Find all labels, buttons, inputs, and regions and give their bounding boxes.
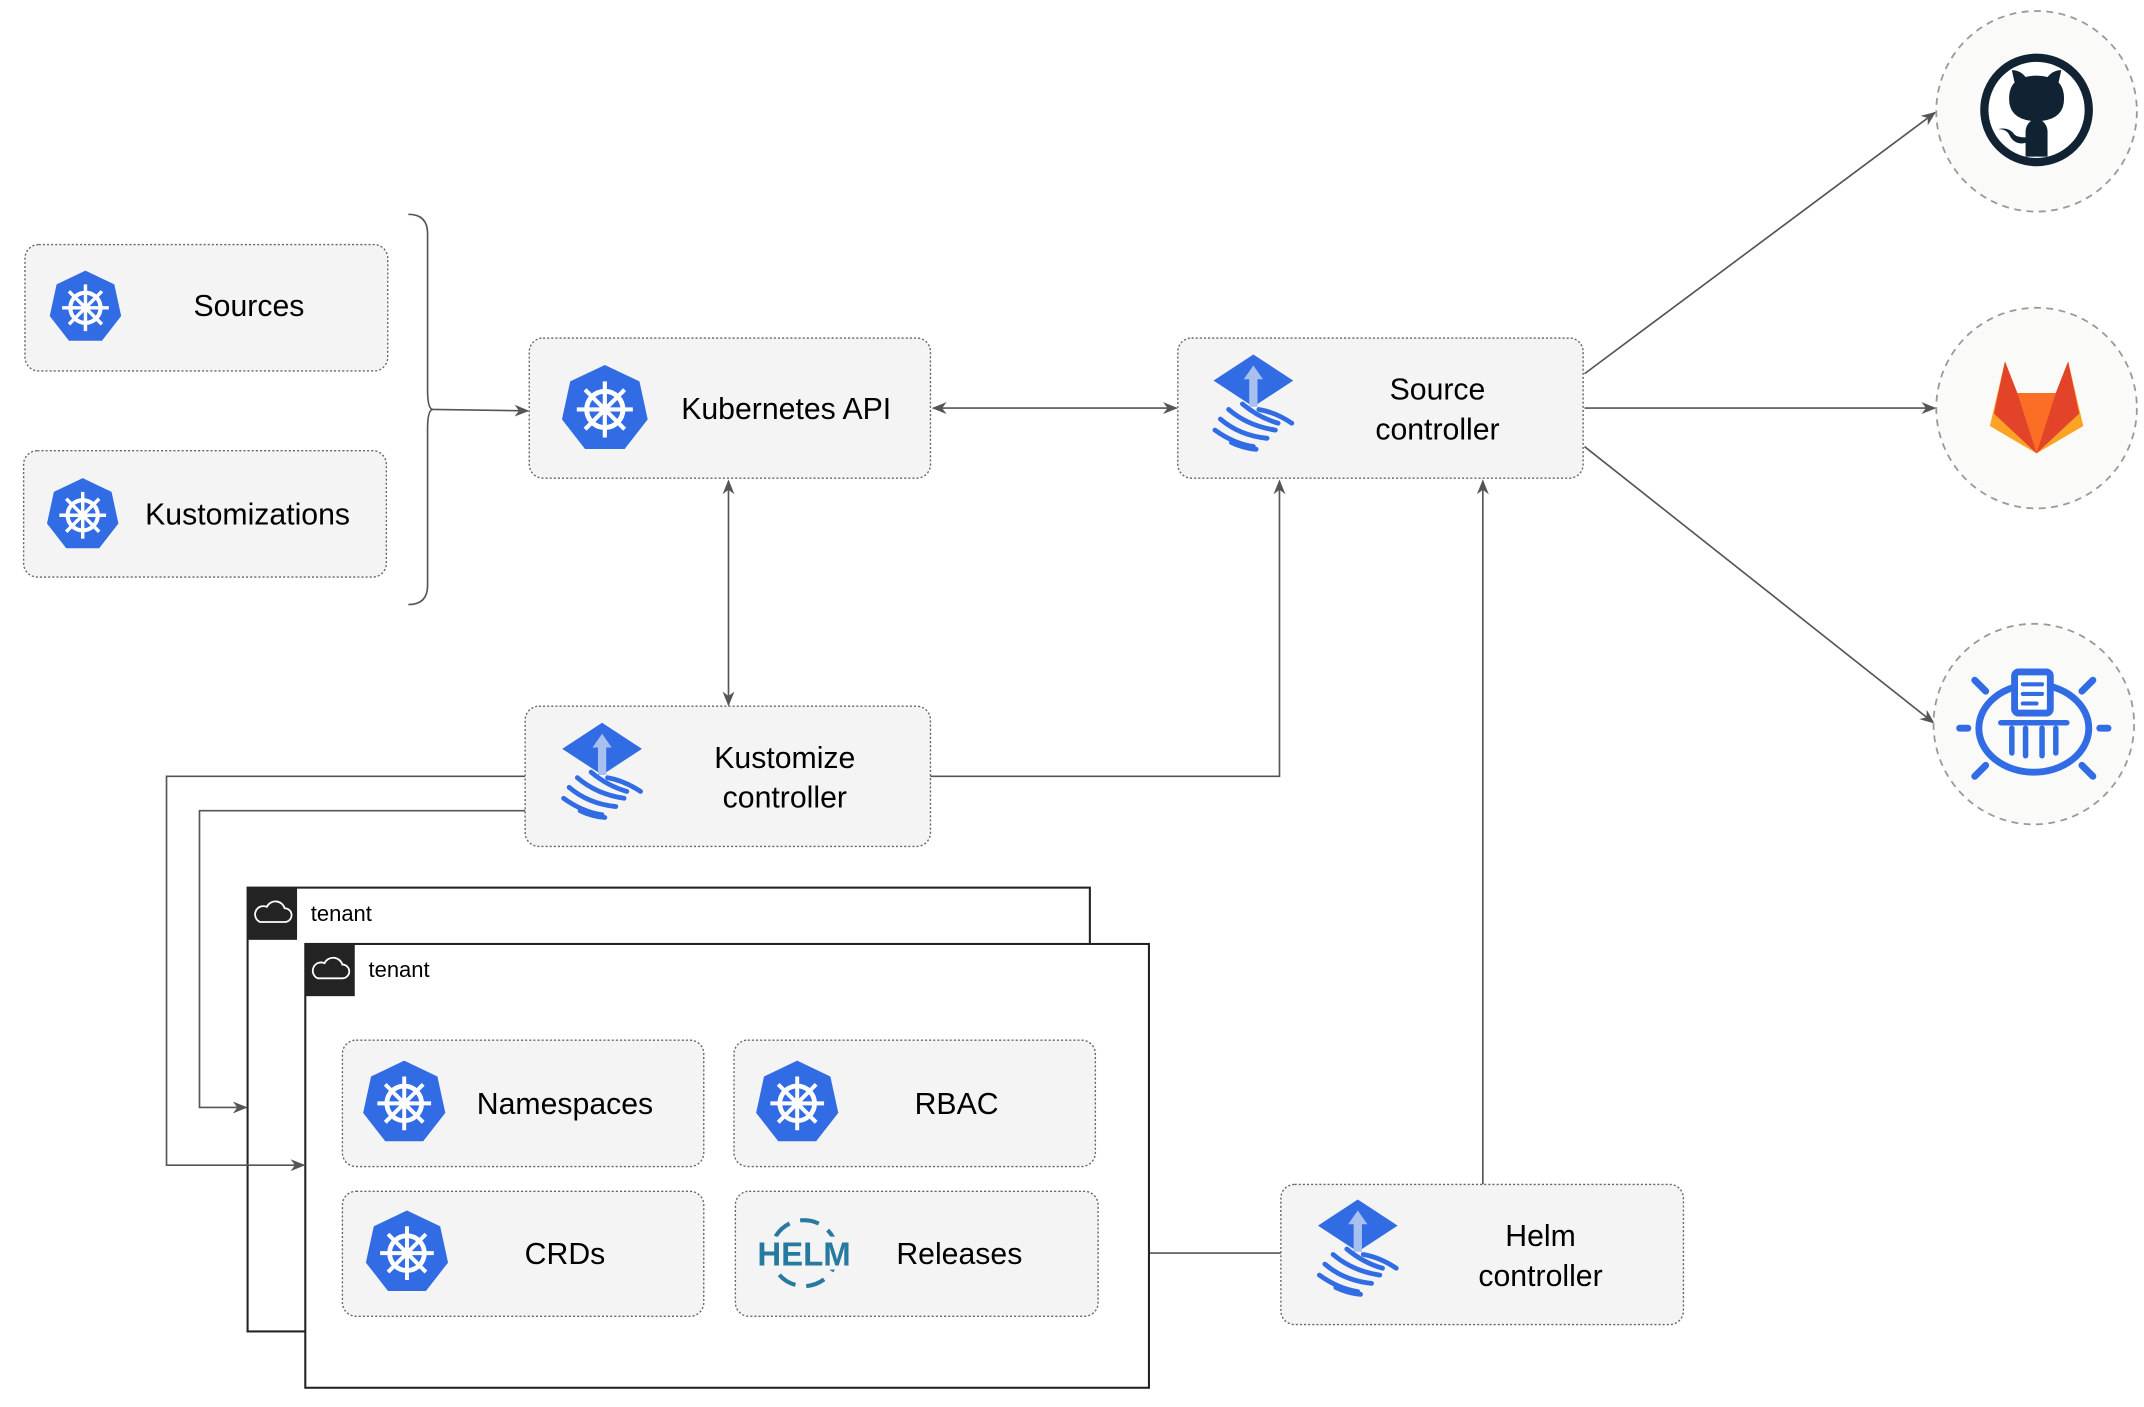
svg-text:controller: controller [1478, 1260, 1602, 1293]
svg-text:controller: controller [1375, 413, 1499, 446]
edge-kustomize-to-tenant-front [165, 775, 526, 1172]
node-sources[interactable]: Sources [24, 243, 389, 372]
svg-text:controller: controller [723, 782, 847, 815]
cloud-icon [304, 943, 356, 998]
edge-brace-to-api [433, 404, 530, 417]
svg-text:HELM: HELM [757, 1235, 850, 1272]
svg-text:CRDs: CRDs [525, 1238, 606, 1271]
node-source-controller[interactable]: Source controller [1177, 337, 1584, 479]
svg-text:Helm: Helm [1505, 1220, 1576, 1253]
edge-kustomize-to-tenant-back [198, 809, 526, 1114]
node-kustomizations[interactable]: Kustomizations [22, 449, 388, 578]
helm-icon: HELM [757, 1218, 851, 1289]
svg-text:Releases: Releases [896, 1238, 1022, 1271]
svg-text:Kustomizations: Kustomizations [145, 499, 350, 532]
edge-source-github [1584, 111, 1937, 375]
github-icon [1980, 53, 2093, 167]
node-releases[interactable]: HELM Releases [734, 1190, 1099, 1318]
edge-source-bucket [1583, 445, 1935, 724]
node-rbac[interactable]: RBAC [733, 1039, 1097, 1168]
tenant-label: tenant [311, 901, 372, 926]
tenant-label: tenant [369, 957, 430, 982]
node-helm-controller[interactable]: Helm controller [1280, 1183, 1685, 1326]
brace [408, 213, 434, 606]
node-crds[interactable]: CRDs [341, 1190, 705, 1318]
cloud-icon [246, 886, 298, 941]
svg-text:Namespaces: Namespaces [477, 1088, 653, 1121]
github-node[interactable] [1935, 10, 2138, 213]
node-kubernetes-api[interactable]: Kubernetes API [528, 337, 932, 479]
bucket-icon [1956, 668, 2112, 780]
gitlab-node[interactable] [1935, 306, 2138, 510]
svg-text:Kustomize: Kustomize [714, 742, 855, 775]
node-kustomize-controller[interactable]: Kustomize controller [524, 705, 932, 848]
node-namespaces[interactable]: Namespaces [341, 1039, 705, 1168]
gitlab-icon [1989, 361, 2084, 454]
edge-kustomize-to-source [930, 479, 1286, 778]
svg-text:Source: Source [1390, 374, 1486, 407]
svg-text:RBAC: RBAC [915, 1088, 999, 1121]
svg-text:Kubernetes API: Kubernetes API [681, 393, 891, 426]
bucket-node[interactable] [1932, 622, 2136, 826]
svg-text:Sources: Sources [194, 290, 305, 323]
